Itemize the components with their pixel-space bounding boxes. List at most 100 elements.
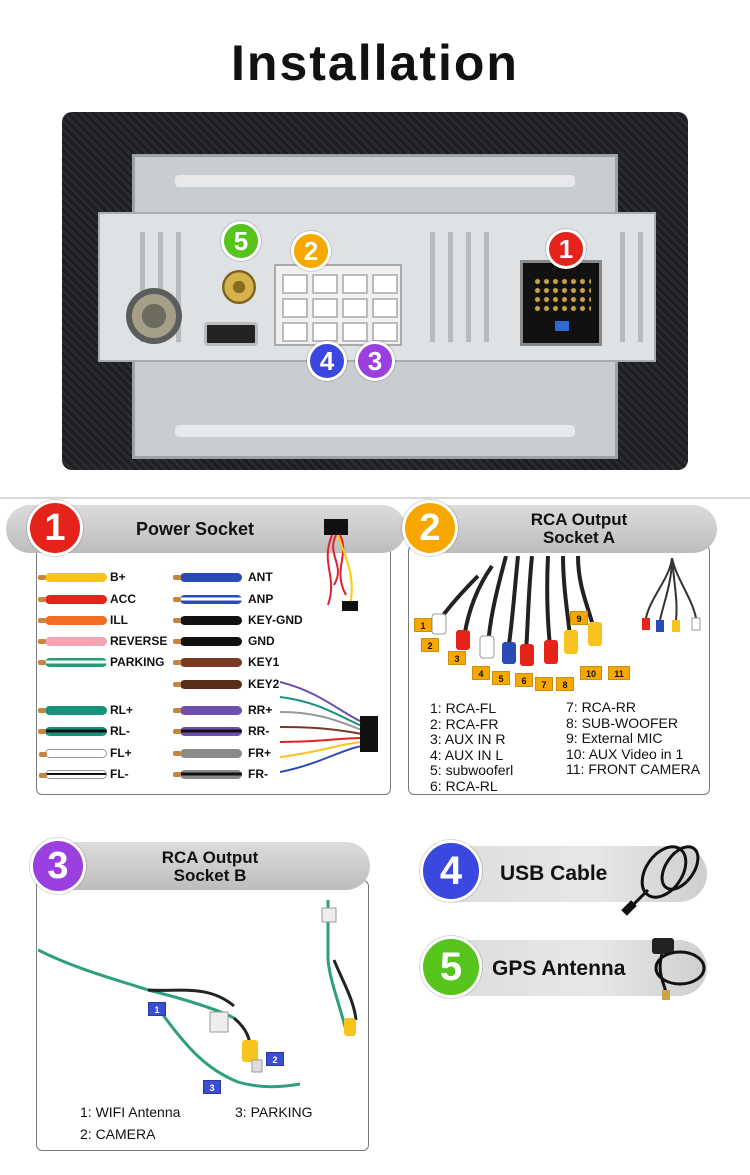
rca-a-bundle-icon [642,558,701,632]
frame-slot [175,425,575,437]
photo-badge-5: 5 [221,221,261,261]
hdmi-port [204,322,258,346]
wire-b- [38,573,107,582]
power-socket-title: Power Socket [135,519,255,539]
speaker-harness-icon [280,681,378,773]
wire-fl- [39,770,107,779]
wire-rl- [38,727,107,736]
vent [620,232,625,342]
usb-cable-badge: 4 [420,840,482,902]
wire-label: FR+ [248,746,272,760]
rca-a-tag: 1 [414,618,432,632]
wire-label: ANP [248,592,274,606]
connector-cell [282,274,308,294]
rca-a-legend-item: 9: External MIC [566,730,663,746]
connector-cell [312,274,338,294]
photo-badge-4: 4 [307,341,347,381]
wire-label: FL+ [110,746,132,760]
rca-a-legend-item: 10: AUX Video in 1 [566,745,684,762]
connector-latch [555,321,569,331]
rca-b-tag: 3 [203,1080,221,1094]
rca-a-legend-item: 5: subwooferl [430,762,514,778]
wire-reverse [38,637,107,646]
rca-a-tag: 8 [556,677,574,691]
connector-pins [533,277,591,313]
vent [638,232,643,342]
rca-b-title-line2: Socket B [173,866,247,885]
wire-ant [173,573,242,582]
rca-a-legend-item: 6: RCA-RL [430,777,498,794]
connector-cell [282,298,308,318]
connector-cell [372,274,398,294]
vent [484,232,489,342]
connector-cell [312,298,338,318]
frame-slot [175,175,575,187]
rca-a-tag: 3 [448,651,466,665]
connector-cell [342,274,368,294]
rca-a-tag: 10 [580,666,602,680]
usb-cable-title: USB Cable [500,862,608,885]
antenna-port [126,288,182,344]
wire-key2 [173,680,242,689]
rca-a-header [413,505,717,553]
rca-b-header [32,842,370,890]
wire-label: PARKING [110,655,165,669]
photo-badge-3: 3 [355,341,395,381]
rca-a-legend-item: 2: RCA-FR [430,715,499,732]
rca-connector-block [274,264,402,346]
rca-a-legend-item: 7: RCA-RR [566,699,637,715]
vent [158,232,163,342]
rca-b-legend-1: 1: WIFI Antenna [80,1104,181,1120]
rca-a-legend-item: 11: FRONT CAMERA [566,761,701,777]
wire-label: GND [248,634,275,648]
connector-cell [282,322,308,342]
wire-label: FL- [110,767,129,781]
usb-cable-icon [621,845,700,916]
rca-a-title-line1: RCA Output [530,510,628,529]
section-divider [0,497,750,499]
wire-key1 [173,658,242,667]
wire-label: RL+ [110,703,134,717]
page-title: Installation [231,35,519,91]
rca-b-badge: 3 [30,838,86,894]
wire-parking [38,658,107,667]
head-unit-photo [62,112,688,470]
rca-a-tag: 9 [570,611,588,625]
rca-a-tag: 11 [608,666,630,680]
rca-a-title: RCA Output Socket A [494,511,664,547]
rca-a-legend-item: 1: RCA-FL [430,700,497,716]
rca-b-tag: 1 [148,1002,166,1016]
gps-antenna-badge: 5 [420,936,482,998]
rca-a-tag: 7 [535,677,553,691]
wire-label: KEY1 [248,655,280,669]
rca-a-legend-item: 4: AUX IN L [430,746,504,763]
vent [448,232,453,342]
connector-cell [312,322,338,342]
wire-rl- [38,706,107,715]
rca-a-legend-item: 8: SUB-WOOFER [566,714,679,731]
wire-label: REVERSE [110,634,168,648]
wire-gnd [173,637,242,646]
gps-port [222,270,256,304]
rca-b-legend-3: 3: PARKING [235,1104,313,1120]
wire-fr- [173,749,242,758]
connector-cell [342,298,368,318]
gps-antenna-title: GPS Antenna [492,957,626,980]
wire-anp [173,595,242,604]
rca-b-title: RCA Output Socket B [135,849,285,885]
wire-label: ACC [110,592,136,606]
wire-label: ILL [110,613,128,627]
wire-label: RL- [110,724,130,738]
rca-a-title-line2: Socket A [542,528,616,547]
photo-badge-1: 1 [546,229,586,269]
rca-b-panel [36,880,369,1151]
rca-a-tag: 4 [472,666,490,680]
connector-cell [372,322,398,342]
wire-label: B+ [110,570,126,584]
rca-b-cables-icon [38,900,358,1089]
rca-b-title-line1: RCA Output [161,848,259,867]
rca-a-badge: 2 [402,500,458,556]
vent [140,232,145,342]
rca-a-tag: 5 [492,671,510,685]
rca-a-legend-item: 3: AUX IN R [430,731,506,747]
